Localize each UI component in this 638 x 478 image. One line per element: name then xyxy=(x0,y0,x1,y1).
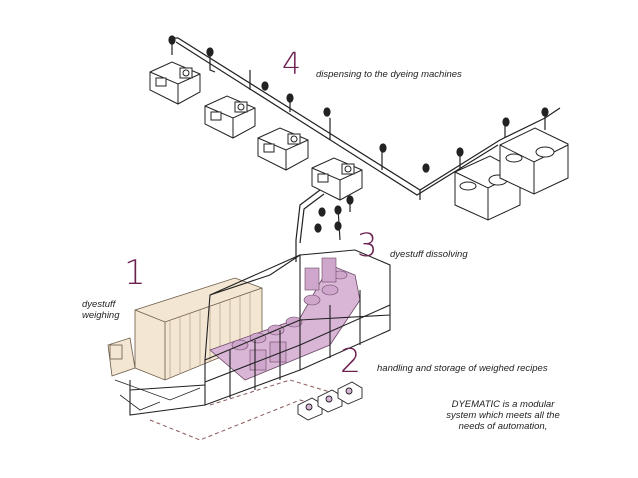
step-2-label: handling and storage of weighed recipes xyxy=(377,363,548,374)
step-3-number: 3 xyxy=(357,226,378,264)
dyeing-machines-left xyxy=(149,61,363,201)
step-4-label: dispensing to the dyeing machines xyxy=(316,69,462,80)
caption: DYEMATIC is a modular system which meets… xyxy=(428,399,578,433)
step-1-number: 1 xyxy=(124,253,146,293)
valves xyxy=(168,35,549,233)
step-3-label: dyestuff dissolving xyxy=(390,249,468,260)
caption-line1: DYEMATIC is a modular xyxy=(451,399,555,410)
step-1-label-line2: weighing xyxy=(82,309,120,321)
caption-line2: system which meets all the xyxy=(446,409,560,421)
handling-carts xyxy=(297,381,363,421)
caption-line3: needs of automation, xyxy=(458,420,548,432)
step-1-label: dyestuff weighing xyxy=(82,299,120,322)
step-1-label-line1: dyestuff xyxy=(82,299,116,310)
dyeing-machines-right xyxy=(454,127,569,221)
storage-dissolving-block xyxy=(129,249,391,441)
step-4-number: 4 xyxy=(282,47,302,82)
step-2-number: 2 xyxy=(340,341,361,380)
